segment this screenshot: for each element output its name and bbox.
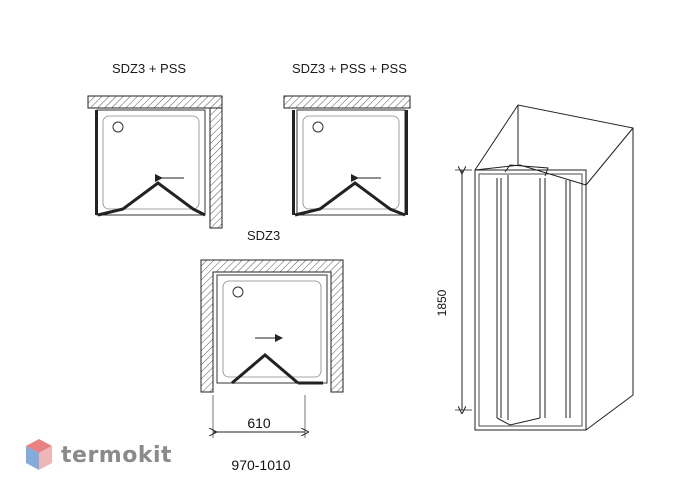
plan-sdz3-pss: SDZ3 + PSS — [87, 61, 223, 229]
side-panel-left — [95, 110, 98, 215]
side-panel-right — [405, 110, 408, 215]
termokit-logo: termokit — [26, 439, 172, 470]
door-frame — [474, 169, 587, 431]
door-frame-inner — [478, 173, 583, 427]
plan-sdz3-pss-pss: SDZ3 + PSS + PSS — [283, 61, 411, 217]
back-walls — [474, 104, 634, 431]
perspective-view — [455, 104, 634, 431]
logo-text: termokit — [61, 443, 172, 468]
fold-hinge-top — [504, 164, 549, 177]
dim-label-total-width: 970-1010 — [231, 457, 290, 473]
shower-tray — [216, 274, 328, 384]
folding-door — [294, 181, 406, 217]
tray-inner — [302, 115, 400, 210]
wall-top — [87, 95, 223, 109]
top-right-edge — [585, 127, 634, 186]
plan-label-sdz3-pss: SDZ3 + PSS — [112, 61, 186, 76]
wall-top — [283, 95, 411, 109]
top-rail — [474, 164, 587, 186]
plan-sdz3: SDZ3 610 970-1010 — [200, 228, 344, 473]
niche-walls — [200, 259, 344, 393]
logo-cube-icon — [26, 439, 52, 470]
folding-door — [97, 181, 206, 217]
dim-label-height: 1850 — [435, 289, 449, 316]
fold-hinge-bottom — [496, 417, 541, 426]
drain-icon — [232, 286, 244, 298]
tray-inner — [102, 115, 200, 210]
tray-inner — [222, 280, 322, 378]
drain-icon — [112, 121, 124, 133]
dim-label-door-width: 610 — [247, 415, 271, 431]
wall-right — [209, 107, 223, 229]
plan-label-sdz3: SDZ3 — [247, 228, 280, 243]
folding-door — [231, 353, 299, 385]
plan-label-sdz3-pss-pss: SDZ3 + PSS + PSS — [292, 61, 407, 76]
drain-icon — [312, 121, 324, 133]
side-panel-left — [292, 110, 295, 215]
